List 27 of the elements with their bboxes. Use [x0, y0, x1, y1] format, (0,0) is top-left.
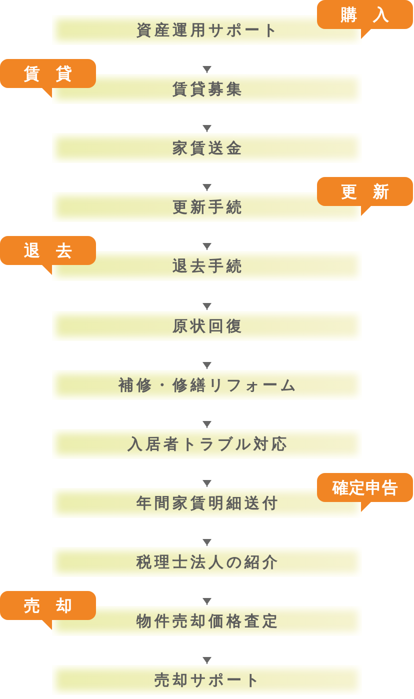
step-band: [52, 547, 362, 577]
step-label: 物件売却価格査定: [135, 612, 280, 630]
callout-label: 賃貸: [22, 64, 88, 83]
callout-label: 購入: [340, 5, 405, 24]
callout-label: 更新: [340, 182, 405, 201]
step-label: 退去手続: [172, 257, 244, 275]
step-band: [52, 311, 362, 341]
step-band: [52, 429, 362, 459]
step-band: [52, 665, 362, 695]
step-label: 家賃送金: [172, 139, 244, 157]
step-label: 売却サポート: [154, 671, 262, 689]
callout-tooltip: [0, 591, 96, 630]
callout-tooltip: [317, 0, 413, 39]
step-label: 年間家賃明細送付: [135, 494, 280, 512]
callout-label: 確定申告: [332, 478, 398, 497]
callout-label: 売却: [23, 596, 88, 615]
step-label: 入居者トラブル対応: [126, 435, 290, 453]
callout-label: 退去: [23, 241, 88, 260]
step-band: [52, 133, 362, 163]
step-label: 資産運用サポート: [136, 21, 280, 39]
step-label: 原状回復: [171, 317, 244, 335]
step-band: [52, 370, 362, 400]
step-label: 税理士法人の紹介: [135, 553, 280, 571]
step-label: 賃貸募集: [172, 80, 244, 98]
step-label: 更新手続: [172, 198, 244, 216]
step-label: 補修・修繕リフォーム: [117, 376, 298, 394]
callout-tooltip: [0, 236, 96, 275]
